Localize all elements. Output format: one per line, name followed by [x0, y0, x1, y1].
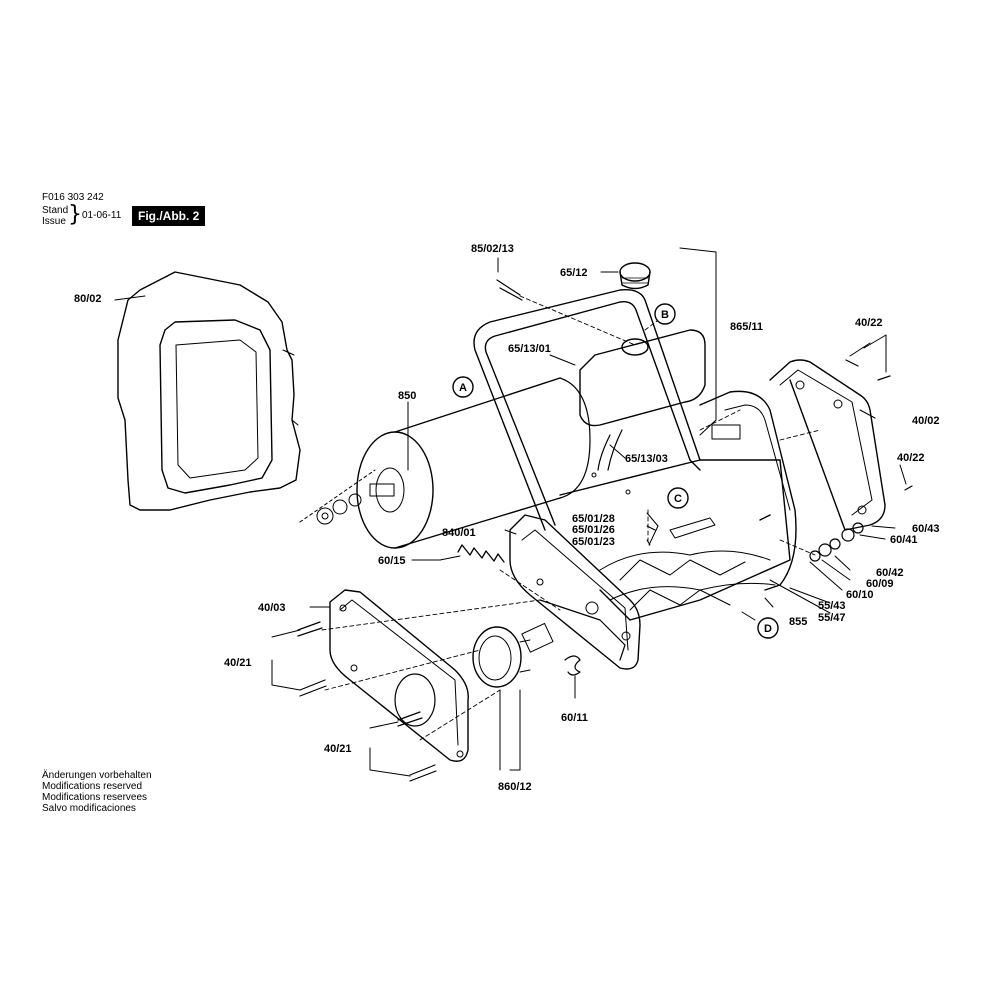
label-40-02: 40/02: [912, 415, 940, 427]
marker-C-label: C: [674, 493, 682, 505]
label-60-11: 60/11: [561, 712, 588, 724]
note-en: Modifications reserved: [42, 781, 143, 792]
label-80-02: 80/02: [74, 293, 102, 305]
side-cover-right-part: [769, 359, 886, 531]
label-860-12: 860/12: [498, 781, 532, 793]
label-60-41: 60/41: [890, 534, 918, 546]
label-55-43: 55/43: [818, 600, 846, 612]
label-40-21-a: 40/21: [224, 657, 252, 669]
roller-part: [316, 377, 591, 549]
small-spring-part: [564, 655, 581, 676]
side-plate-left-part: [509, 514, 641, 670]
label-65-12: 65/12: [560, 267, 588, 279]
label-40-22-right: 40/22: [897, 452, 925, 464]
screws: [297, 279, 913, 782]
note-de: Änderungen vorbehalten: [42, 770, 152, 781]
marker-A-label: A: [459, 382, 467, 394]
issue-date: 01-06-11: [82, 210, 122, 221]
label-65-13-03: 65/13/03: [625, 453, 668, 465]
label-55-47: 55/47: [818, 612, 846, 624]
note-fr: Modifications reservees: [42, 792, 148, 803]
label-65-13-01: 65/13/01: [508, 343, 551, 355]
tank-part: [579, 262, 706, 471]
label-855: 855: [789, 616, 807, 628]
side-cover-left-part: [329, 589, 469, 762]
label-65-01-23: 65/01/23: [572, 536, 615, 548]
label-60-43: 60/43: [912, 523, 940, 535]
marker-B: B: [654, 303, 676, 325]
stand-label: Stand: [42, 205, 69, 216]
marker-D: D: [757, 617, 779, 639]
label-40-22-top: 40/22: [855, 317, 883, 329]
assembly-lines: [321, 295, 821, 741]
label-865-11: 865/11: [730, 321, 763, 333]
spring-part: [457, 544, 505, 563]
label-60-09: 60/09: [866, 578, 894, 590]
label-60-42: 60/42: [876, 567, 904, 579]
leader-lines: [114, 247, 907, 777]
marker-A: A: [452, 376, 474, 398]
issue-label: Issue: [42, 216, 66, 227]
figure-label: Fig./Abb. 2: [132, 206, 206, 226]
drive-wheel-part: [472, 622, 554, 688]
label-840-01: 840/01: [442, 527, 476, 539]
label-65-01-28: 65/01/28: [572, 513, 615, 525]
marker-C: C: [667, 487, 689, 509]
document-number: F016 303 242: [42, 192, 104, 203]
modification-notes: Änderungen vorbehalten Modifications res…: [42, 770, 152, 814]
label-60-15: 60/15: [378, 555, 406, 567]
marker-D-label: D: [764, 623, 772, 635]
label-40-21-b: 40/21: [324, 743, 352, 755]
part-labels: 80/02 85/02/13 65/12 865/11 65/13/01 850…: [74, 243, 940, 793]
grass-cover-part: [117, 271, 301, 511]
label-85-02-13: 85/02/13: [471, 243, 514, 255]
label-65-01-26: 65/01/26: [572, 524, 615, 536]
housing-part: [559, 390, 797, 621]
marker-B-label: B: [661, 309, 669, 321]
label-60-10: 60/10: [846, 589, 874, 601]
label-850: 850: [398, 390, 416, 402]
label-40-03: 40/03: [258, 602, 286, 614]
handle-frame-part: [473, 289, 701, 531]
brace-icon: }: [68, 202, 82, 227]
note-es: Salvo modificaciones: [42, 803, 136, 814]
